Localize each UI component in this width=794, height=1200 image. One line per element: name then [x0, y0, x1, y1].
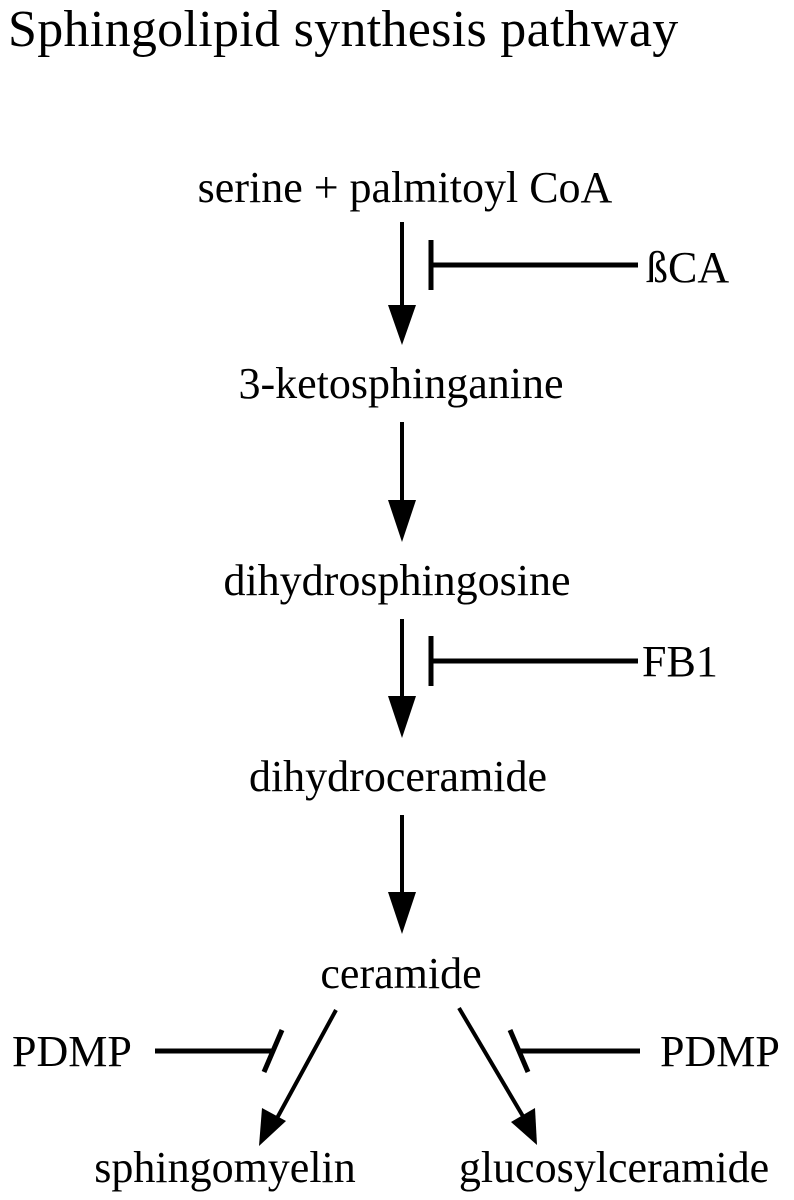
arrow-step-4 [388, 815, 416, 934]
node-dihydroceramide: dihydroceramide [248, 752, 548, 801]
diagram-title: Sphingolipid synthesis pathway [8, 1, 679, 58]
arrow-step-2 [388, 422, 416, 542]
inhibitor-label-pdmp-right: PDMP [660, 1027, 780, 1076]
node-serine-palmitoyl-coa: serine + palmitoyl CoA [197, 163, 613, 212]
inhibition-bar-pdmp-right [507, 1029, 640, 1073]
arrow-to-glucosylceramide [457, 1006, 537, 1145]
inhibitor-label-pdmp-left: PDMP [12, 1027, 132, 1076]
node-sphingomyelin: sphingomyelin [94, 1143, 356, 1192]
arrow-step-3 [388, 619, 416, 738]
inhibitor-label-bca: ßCA [646, 243, 730, 292]
node-dihydrosphingosine: dihydrosphingosine [223, 556, 571, 605]
arrow-step-1 [388, 222, 416, 345]
node-glucosylceramide: glucosylceramide [458, 1143, 770, 1192]
inhibition-bar-fb1 [428, 636, 638, 686]
inhibition-bar-pdmp-left [155, 1029, 285, 1073]
arrow-to-sphingomyelin [259, 1009, 338, 1146]
inhibition-bar-bca [428, 240, 638, 290]
node-ceramide: ceramide [320, 949, 482, 998]
inhibitor-label-fb1: FB1 [642, 637, 718, 686]
node-3-ketosphinganine: 3-ketosphinganine [238, 359, 564, 408]
